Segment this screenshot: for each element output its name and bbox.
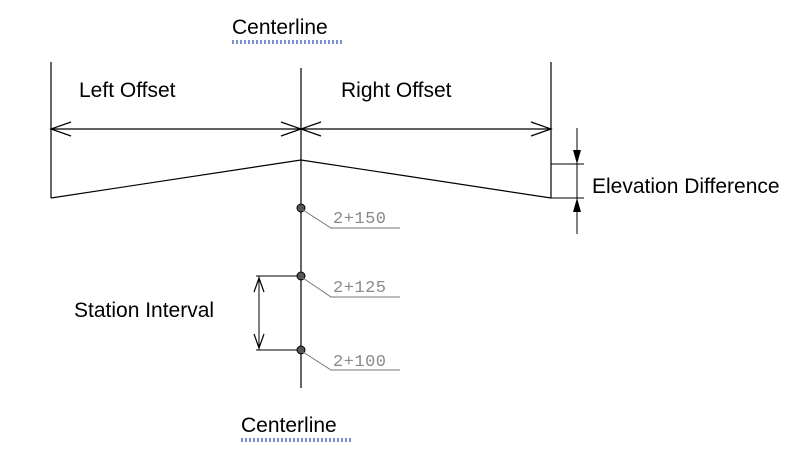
station-label: 2+125: [333, 279, 387, 298]
right-grade-line: [300, 159, 552, 199]
right-offset-arrow-right: [530, 121, 553, 137]
elevation-arrow-up: [573, 198, 581, 212]
elevation-difference-label: Elevation Difference: [592, 175, 780, 198]
station-interval-label: Station Interval: [74, 299, 215, 322]
left-grade-line: [50, 159, 302, 199]
station-leader-2100: [302, 351, 400, 371]
interval-arrow-up: [253, 276, 265, 293]
centerline-label-bottom: Centerline: [241, 414, 337, 437]
right-offset-label: Right Offset: [341, 79, 452, 102]
centerline-label-top: Centerline: [232, 16, 328, 39]
station-leader-2150: [302, 209, 400, 229]
centerline-top-underline: [232, 40, 342, 44]
left-offset-arrow-left: [49, 121, 72, 137]
station-label: 2+100: [333, 353, 387, 372]
elevation-arrow-down: [573, 150, 581, 164]
interval-arrow-down: [253, 333, 265, 350]
left-offset-label: Left Offset: [79, 79, 176, 102]
station-leader-2125: [302, 277, 400, 298]
station-label: 2+150: [333, 210, 387, 229]
centerline-bottom-underline: [241, 438, 351, 442]
right-offset-arrow-left: [299, 121, 322, 137]
